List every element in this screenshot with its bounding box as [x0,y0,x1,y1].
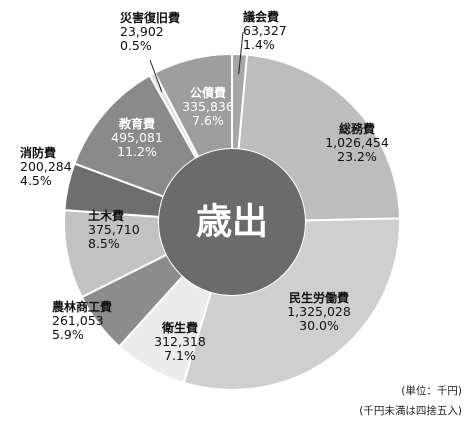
label-line: 7.6% [192,113,224,128]
label-line: 63,327 [243,23,287,38]
label-line: 11.2% [117,144,157,159]
label-line: 30.0% [299,318,339,333]
label-line: 土木費 [88,208,124,223]
label-line: 4.5% [20,173,52,188]
label-line: 312,318 [154,334,206,349]
label-line: 衛生費 [161,320,198,335]
leader-lines [149,31,244,92]
label-line: 1,325,028 [287,304,351,319]
label-line: 335,836 [182,99,234,114]
label-line: 5.9% [52,327,84,342]
center-label: 歳出 [196,202,268,243]
label-line: 7.1% [164,348,196,363]
label-line: 23.2% [337,149,377,164]
leader-議会費 [238,31,244,75]
label-line: 261,053 [52,313,104,328]
label-line: 教育費 [118,116,155,131]
label-line: 災害復旧費 [120,10,180,25]
label-line: 375,710 [88,222,140,237]
label-line: 総務費 [339,121,375,136]
leader-災害復旧費 [149,59,163,92]
donut-center [159,149,305,295]
label-line: 民生労働費 [289,290,349,305]
donut-slices [63,52,401,391]
label-line: 1,026,454 [325,135,389,150]
label-line: 23,902 [120,24,164,39]
label-line: 消防費 [20,145,56,160]
label-line: 200,284 [20,159,72,174]
unit-note: (単位：千円) [401,384,462,397]
label-line: 公債費 [190,85,226,100]
label-line: 495,081 [111,130,163,145]
label-line: 議会費 [243,9,279,24]
label-line: 8.5% [88,236,120,251]
label-line: 農林商工費 [52,299,112,314]
label-line: 1.4% [243,37,275,52]
label-line: 0.5% [120,38,152,53]
rounding-note: (千円未満は四捨五入) [359,404,462,417]
